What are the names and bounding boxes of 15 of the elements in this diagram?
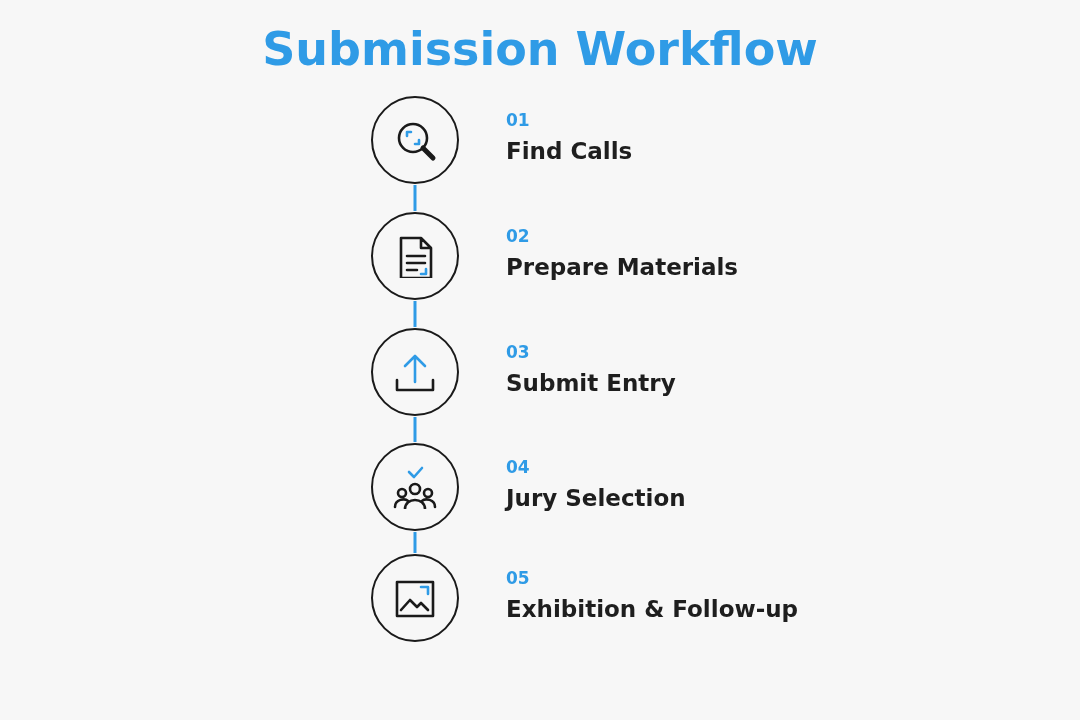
step-label: Submit Entry <box>506 370 676 396</box>
step-label: Find Calls <box>506 138 633 164</box>
title: Submission Workflow <box>261 22 819 76</box>
step-label: Exhibition & Follow-up <box>506 596 799 622</box>
connector-line <box>413 417 417 442</box>
connector-line <box>413 185 417 211</box>
connector-line <box>413 532 417 553</box>
connector-line <box>413 301 417 327</box>
step-number: 01 <box>506 110 530 130</box>
step-label: Jury Selection <box>506 485 686 511</box>
step-number: 02 <box>506 226 530 246</box>
step-number: 03 <box>506 342 530 362</box>
step-number: 04 <box>506 457 530 477</box>
step-label: Prepare Materials <box>506 254 739 280</box>
step-number: 05 <box>506 568 530 588</box>
